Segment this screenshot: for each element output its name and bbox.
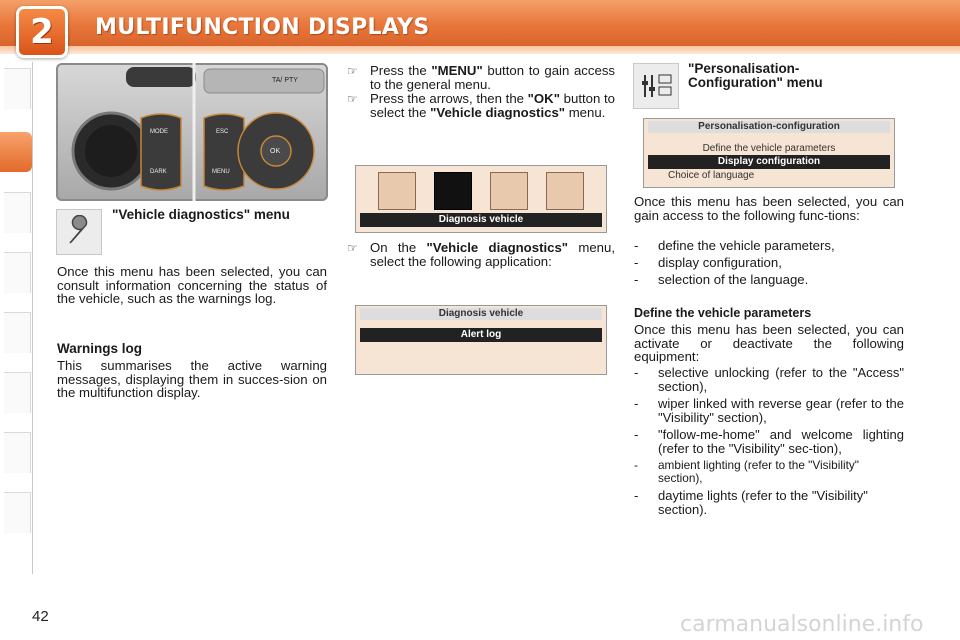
side-tab[interactable] — [4, 492, 31, 533]
side-tab-active[interactable] — [0, 132, 32, 172]
define-parameters-intro: Once this menu has been selected, you ca… — [634, 322, 904, 364]
side-tab[interactable] — [4, 372, 31, 413]
page-number: 42 — [32, 608, 49, 625]
warnings-log-text: This summarises the active warning messa… — [57, 358, 327, 400]
list-item: -ambient lighting (refer to the "Visibil… — [634, 459, 904, 485]
hand-pointer-icon: ☞ — [347, 92, 358, 106]
screen-caption: Diagnosis vehicle — [360, 213, 602, 227]
esc-button[interactable]: ESC — [216, 129, 229, 135]
alert-log-item: Alert log — [360, 328, 602, 342]
list-item-text: ambient lighting (refer to the "Visibili… — [658, 458, 859, 485]
list-item: -wiper linked with reverse gear (refer t… — [634, 396, 904, 425]
list-item: -selection of the language. — [634, 272, 809, 287]
screen-tab-icon — [378, 172, 416, 210]
page-title: MULTIFUNCTION DISPLAYS — [95, 15, 430, 40]
ok-button[interactable]: OK — [270, 148, 281, 155]
mode-button[interactable]: MODE — [150, 129, 168, 135]
list-item-text: define the vehicle parameters, — [658, 238, 835, 253]
step-3-text-end: menu, select the following application: — [370, 240, 615, 269]
screen-item: Choice of language — [668, 170, 755, 181]
list-item-text: daytime lights (refer to the "Visibility… — [658, 488, 868, 517]
step-2-text: Press the arrows, then the — [370, 91, 528, 106]
personalisation-intro: Once this menu has been selected, you ca… — [634, 194, 904, 223]
screen-item: Define the vehicle parameters — [702, 143, 836, 154]
header-band — [0, 0, 960, 46]
diagnostics-heading: "Vehicle diagnostics" menu — [112, 207, 290, 222]
step-1-text-end: button to gain access to the general men… — [370, 63, 616, 92]
functions-list: -define the vehicle parameters, -display… — [634, 237, 904, 288]
list-item-text: selective unlocking (refer to the "Acces… — [658, 365, 904, 394]
vehicle-diagnostics-keyword: "Vehicle diagnostics" — [430, 104, 566, 120]
vehicle-diagnostics-keyword: "Vehicle diagnostics" — [426, 240, 569, 255]
screen-item-selected: Display configuration — [648, 155, 890, 169]
list-item: -"follow-me-home" and welcome lighting (… — [634, 427, 904, 456]
side-tab[interactable] — [4, 68, 31, 109]
personalisation-heading: "Personalisation-Configuration" menu — [688, 61, 823, 90]
step-2-text-mid: button to select the — [370, 91, 615, 120]
sliders-icon — [633, 63, 679, 109]
side-tab[interactable] — [4, 252, 31, 293]
list-item-text: selection of the language. — [658, 272, 809, 287]
diagnostics-intro: Once this menu has been selected, you ca… — [57, 264, 327, 306]
header-stripe — [0, 46, 960, 54]
side-tab[interactable] — [4, 432, 31, 473]
screen-title: Personalisation-configuration — [648, 121, 890, 133]
side-tab[interactable] — [4, 192, 31, 233]
ok-keyword: "OK" — [527, 91, 560, 106]
list-item: -display configuration, — [634, 255, 782, 270]
personalisation-screen: Personalisation-configuration Define the… — [643, 118, 895, 188]
step-3: On the "Vehicle diagnostics" menu, selec… — [370, 241, 615, 268]
list-item: -selective unlocking (refer to the "Acce… — [634, 365, 904, 394]
warnings-log-heading: Warnings log — [57, 341, 142, 356]
screen-phone-icon — [546, 172, 584, 210]
screen-wrench-icon — [434, 172, 472, 210]
watermark: carmanualsonline.info — [680, 612, 924, 637]
side-tabs — [0, 62, 33, 574]
define-parameters-heading: Define the vehicle parameters — [634, 306, 812, 320]
side-tab[interactable] — [4, 312, 31, 353]
list-item: -daytime lights (refer to the "Visibilit… — [634, 489, 904, 516]
dark-button[interactable]: DARK — [150, 169, 167, 175]
diagnosis-vehicle-screen: Diagnosis vehicle — [355, 165, 607, 233]
step-1-text: Press the — [370, 63, 432, 78]
step-2-text-end: menu. — [565, 104, 606, 120]
hand-pointer-icon: ☞ — [347, 64, 358, 78]
menu-button[interactable]: MENU — [212, 169, 230, 175]
list-item-text: display configuration, — [658, 255, 782, 270]
list-item-text: "follow-me-home" and welcome lighting (r… — [658, 427, 904, 456]
screen-title: Diagnosis vehicle — [360, 308, 602, 320]
step-2: Press the arrows, then the "OK" button t… — [370, 92, 615, 119]
menu-keyword: "MENU" — [431, 63, 483, 78]
equipment-list: -selective unlocking (refer to the "Acce… — [634, 366, 904, 520]
control-panel-drawing — [71, 63, 325, 201]
screen-sliders-icon — [490, 172, 528, 210]
control-panel-photo: TA/ PTY MODE DARK ESC MENU OK — [56, 63, 328, 201]
step-1: Press the "MENU" button to gain access t… — [370, 64, 615, 91]
list-item: -define the vehicle parameters, — [634, 238, 835, 253]
ta-pty-label: TA/ PTY — [272, 77, 298, 84]
list-item-text: wiper linked with reverse gear (refer to… — [658, 396, 904, 425]
hand-pointer-icon: ☞ — [347, 241, 358, 255]
step-3-text: On the — [370, 240, 427, 255]
alert-log-screen: Diagnosis vehicle Alert log — [355, 305, 607, 375]
wrench-icon — [56, 209, 102, 255]
chapter-badge: 2 — [16, 6, 68, 58]
